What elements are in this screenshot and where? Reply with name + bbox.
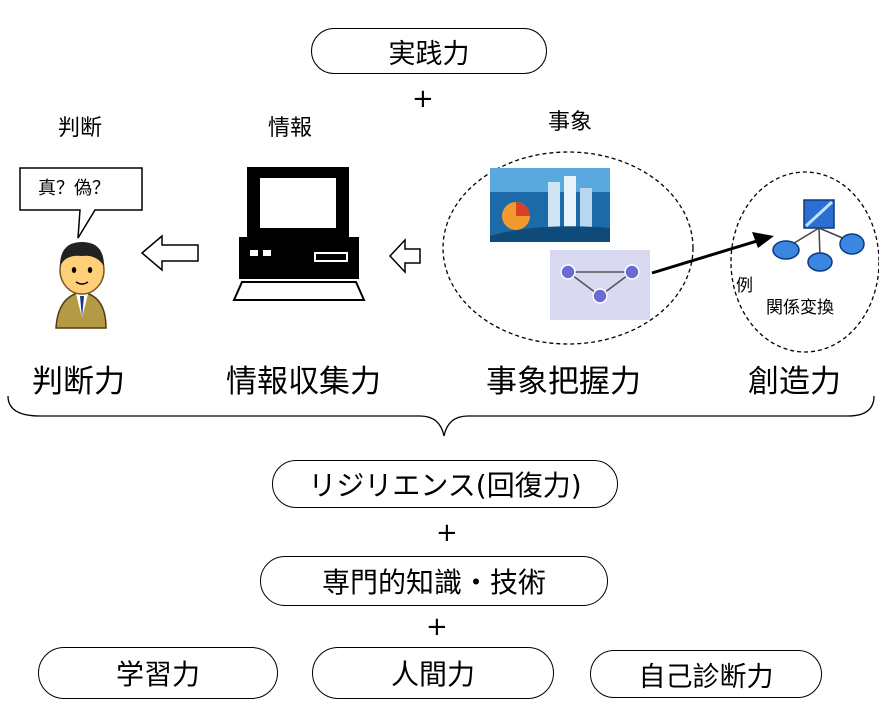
- relation-clipart: [772, 199, 865, 272]
- practice-label: 実践力: [388, 38, 470, 70]
- learning-label: 学習力: [115, 658, 200, 691]
- ability-creativity: 創造力: [748, 364, 841, 400]
- grouping-brace: [7, 395, 875, 437]
- humanity-label: 人間力: [390, 658, 475, 691]
- plus-sign-bottom: +: [426, 612, 448, 642]
- network-clipart: [550, 250, 650, 320]
- ability-information-gathering: 情報収集力: [226, 364, 381, 400]
- resilience-label: リジリエンス(回復力): [308, 469, 582, 502]
- self-diagnosis-pill: 自己診断力: [590, 650, 822, 698]
- event-dashed-ellipse: [442, 151, 694, 345]
- practice-pill: 実践力: [311, 28, 547, 74]
- transform-arrow: [651, 232, 774, 275]
- header-judgment: 判断: [58, 116, 103, 141]
- header-event: 事象: [548, 110, 593, 135]
- plus-sign-middle: +: [436, 518, 458, 548]
- header-information: 情報: [268, 116, 313, 141]
- ability-judgment: 判断力: [32, 364, 125, 400]
- creativity-dashed-ellipse: [730, 171, 879, 353]
- example-label: 例: [736, 276, 753, 296]
- computer-icon: [232, 167, 366, 301]
- humanity-pill: 人間力: [312, 647, 554, 699]
- speech-bubble: [19, 167, 143, 239]
- expertise-pill: 専門的知識・技術: [260, 556, 608, 606]
- hollow-arrow-left-1: [140, 234, 199, 272]
- self-diagnosis-label: 自己診断力: [638, 661, 774, 693]
- bubble-text: 真？偽？: [38, 178, 110, 199]
- plus-sign-top: +: [412, 84, 434, 114]
- ability-event-grasp: 事象把握力: [486, 364, 641, 400]
- business-chart-clipart: [490, 168, 610, 242]
- learning-pill: 学習力: [38, 647, 278, 699]
- hollow-arrow-left-2: [388, 238, 421, 274]
- person-icon: [55, 242, 107, 329]
- expertise-label: 専門的知識・技術: [321, 566, 546, 599]
- relation-transform-label: 関係変換: [766, 298, 834, 318]
- resilience-pill: リジリエンス(回復力): [272, 460, 618, 508]
